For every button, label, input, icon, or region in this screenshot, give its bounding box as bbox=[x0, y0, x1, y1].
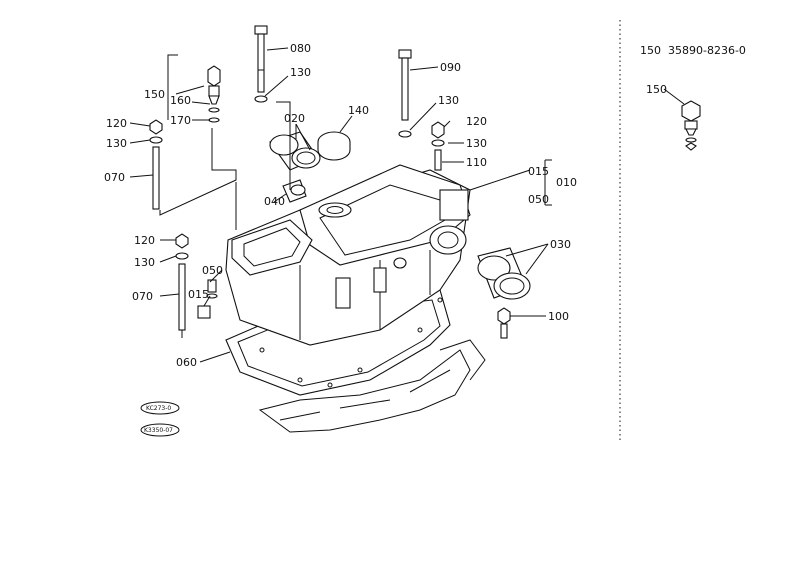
callout-070-lower: 070 bbox=[132, 290, 153, 303]
callout-120-right: 120 bbox=[466, 115, 487, 128]
svg-text:KC273-0: KC273-0 bbox=[146, 405, 171, 412]
washer-130-a bbox=[254, 95, 268, 103]
svg-text:K3350-07: K3350-07 bbox=[144, 427, 173, 434]
callout-030: 030 bbox=[550, 238, 571, 251]
stud-070-lower bbox=[175, 233, 189, 331]
callout-120-left-top: 120 bbox=[106, 117, 127, 130]
inset-label: 150 bbox=[646, 83, 667, 96]
callout-160: 160 bbox=[170, 94, 191, 107]
callout-015-right: 015 bbox=[528, 165, 549, 178]
callout-130-left-top: 130 bbox=[106, 137, 127, 150]
bolt-100 bbox=[497, 307, 511, 339]
callout-020: 020 bbox=[284, 112, 305, 125]
callout-040: 040 bbox=[264, 195, 285, 208]
callout-130-top: 130 bbox=[290, 66, 311, 79]
callout-010: 010 bbox=[556, 176, 577, 189]
sleeve-040 bbox=[282, 179, 307, 203]
stamp-2: K3350-07 bbox=[140, 423, 180, 437]
bolt-090 bbox=[398, 49, 412, 121]
part-number: 35890-8236-0 bbox=[668, 44, 746, 57]
valve-cover-body bbox=[225, 164, 471, 396]
callout-130-right: 130 bbox=[438, 94, 459, 107]
stud-070-upper bbox=[149, 119, 163, 210]
callout-050-right: 050 bbox=[528, 193, 549, 206]
sleeve-020 bbox=[269, 131, 321, 171]
engine-block-outline bbox=[258, 339, 486, 433]
stamp-1: KC273-0 bbox=[140, 401, 180, 415]
callout-015-left: 015 bbox=[188, 288, 209, 301]
callout-070-top: 070 bbox=[104, 171, 125, 184]
callout-130-right-lower: 130 bbox=[466, 137, 487, 150]
callout-150: 150 bbox=[144, 88, 165, 101]
nut-120-right bbox=[431, 121, 445, 171]
callout-080: 080 bbox=[290, 42, 311, 55]
sleeve-030 bbox=[477, 247, 531, 300]
bolt-080 bbox=[254, 25, 268, 93]
callout-060: 060 bbox=[176, 356, 197, 369]
leader-lines bbox=[129, 47, 552, 363]
callout-130-left-lower: 130 bbox=[134, 256, 155, 269]
cap-140 bbox=[317, 131, 351, 161]
callout-110: 110 bbox=[466, 156, 487, 169]
callout-170: 170 bbox=[170, 114, 191, 127]
callout-labels: 080 130 090 130 150 160 170 120 130 070 … bbox=[104, 42, 577, 369]
washer-130-b bbox=[398, 130, 412, 138]
callout-120-left-lower: 120 bbox=[134, 234, 155, 247]
inset-part-150: 150 bbox=[646, 83, 701, 151]
callout-140: 140 bbox=[348, 104, 369, 117]
callout-090: 090 bbox=[440, 61, 461, 74]
plug-150-left bbox=[207, 65, 221, 123]
callout-100: 100 bbox=[548, 310, 569, 323]
callout-050-left: 050 bbox=[202, 264, 223, 277]
ref-number: 150 bbox=[640, 44, 661, 57]
